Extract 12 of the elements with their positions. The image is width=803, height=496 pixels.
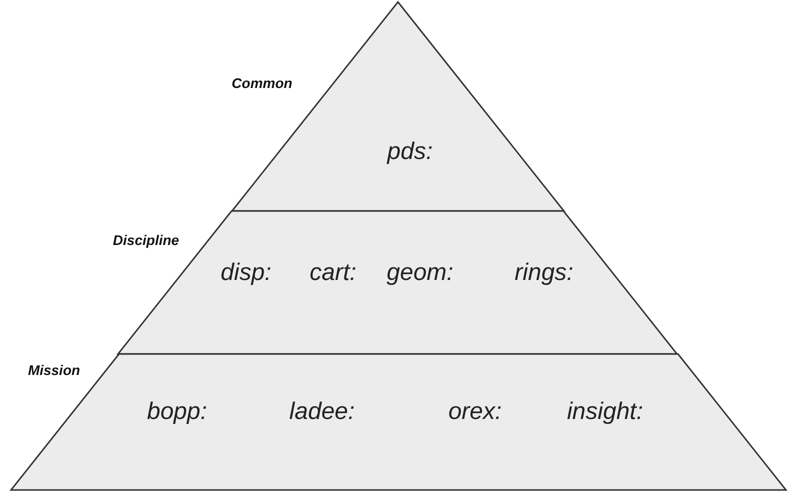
tier-label: Discipline <box>112 232 180 248</box>
namespace-label: bopp: <box>146 398 208 426</box>
tier-label: Mission <box>28 362 80 378</box>
namespace-label: geom: <box>386 259 454 287</box>
namespace-label: disp: <box>220 259 272 287</box>
namespace-label: cart: <box>310 259 356 287</box>
namespace-label: ladee: <box>289 398 355 426</box>
namespace-label: pds: <box>387 138 433 166</box>
namespace-label: rings: <box>514 259 574 287</box>
namespace-label: orex: <box>448 398 502 426</box>
tier-label: Common <box>232 75 292 91</box>
namespace-label: insight: <box>566 398 644 426</box>
